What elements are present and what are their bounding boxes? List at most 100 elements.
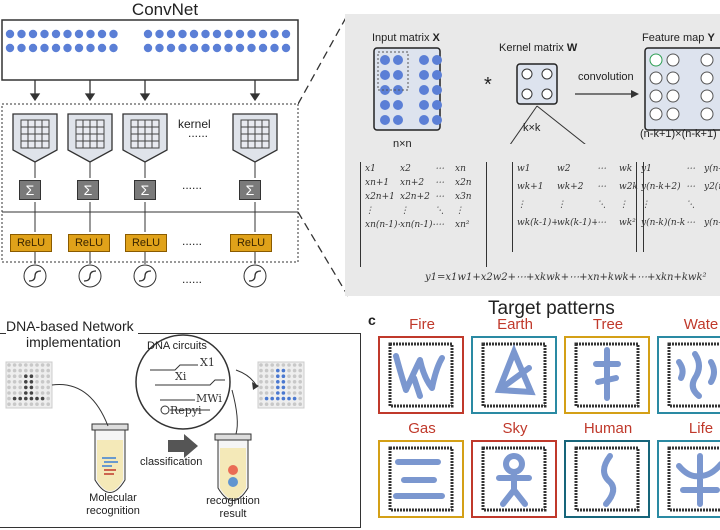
w-matrix-cell: wk(k-1)+1: [517, 218, 557, 228]
dna-title-line-2: implementation: [26, 334, 121, 350]
recognition-result-label: recognition result: [198, 495, 268, 521]
w-matrix-cell: ⋱: [597, 200, 606, 210]
x-matrix-cell: xn+2: [400, 178, 425, 188]
y-matrix-cell: ⋮: [641, 200, 650, 210]
x-matrix-cell: xn(n-1)+2: [400, 220, 435, 230]
x-matrix-cell: ⋮: [365, 206, 374, 216]
pattern-label-0: Fire: [409, 316, 435, 333]
dna-panel-title: DNA-based Network implementation: [6, 318, 138, 350]
sigmoid-ellipsis: ......: [182, 272, 203, 286]
feature-map-title: Feature map Y: [642, 32, 715, 44]
y-matrix-cell: y1: [641, 164, 652, 174]
feature-size-label: (n-k+1)×(n-k+1): [640, 128, 717, 140]
matrices-illustration: [373, 47, 720, 144]
x-matrix-cell: xn: [455, 164, 466, 174]
dna-mwi-label: MWi: [196, 392, 222, 405]
pattern-frame-5: [471, 440, 557, 518]
pattern-glyph-7: [667, 446, 720, 512]
x-matrix-cell: x2n+1: [365, 192, 395, 202]
w-matrix-cell: wk+2: [557, 182, 584, 192]
pattern-frame-0: [378, 336, 464, 414]
input-size-label: n×n: [393, 138, 412, 150]
dna-x1-label: X1: [200, 356, 215, 369]
sum-block-2: Σ: [77, 180, 99, 200]
relu-block-4: ReLU: [230, 234, 272, 252]
w-matrix-cell: ⋯: [597, 164, 606, 174]
w-matrix-cell: wk: [619, 164, 633, 174]
dna-circuits-label: DNA circuits: [147, 340, 207, 352]
pattern-label-1: Earth: [497, 316, 533, 333]
w-matrix-cell: ⋯: [597, 182, 606, 192]
pattern-glyph-4: [388, 446, 454, 512]
pattern-frame-3: [657, 336, 720, 414]
star-operator: *: [484, 74, 492, 96]
feature-map-title-text: Feature map: [642, 32, 705, 44]
x-matrix-cell: ⋯: [435, 164, 444, 174]
pattern-glyph-5: [481, 446, 547, 512]
pattern-frame-6: [564, 440, 650, 518]
y-matrix-cell: ⋯: [686, 218, 695, 228]
pattern-label-6: Human: [583, 420, 633, 437]
convolution-equation: y1=x1w1+x2w2+⋯+xkwk+⋯+xn+kwk+⋯+xkn+kwk²: [425, 272, 707, 283]
y-matrix-cell: y2(n-: [704, 182, 720, 192]
x-matrix-cell: x2n: [455, 178, 472, 188]
x-matrix-cell: ⋱: [435, 206, 444, 216]
pattern-glyph-0: [388, 342, 454, 408]
y-matrix-cell: y(n-k+2): [641, 182, 681, 192]
dna-title-line-1: DNA-based Network: [6, 318, 134, 334]
y-matrix: y1⋯y(n-ky(n-k+2)⋯y2(n-⋮⋱y(n-k)(n-k+1)+1⋯…: [636, 162, 720, 252]
convnet-title: ConvNet: [131, 0, 199, 19]
result-line-1: recognition: [206, 495, 260, 507]
x-matrix-cell: x2: [400, 164, 411, 174]
input-nodes: [5, 29, 291, 53]
w-matrix: w1w2⋯wkwk+1wk+2⋯w2k⋮⋮⋱⋮wk(k-1)+1wk(k-1)+…: [512, 162, 644, 252]
pattern-glyph-2: [574, 342, 640, 408]
input-matrix-symbol: X: [432, 32, 440, 44]
x-matrix-cell: xn+1: [365, 178, 390, 188]
sum-block-4: Σ: [239, 180, 261, 200]
y-matrix-cell: ⋯: [686, 164, 695, 174]
molecular-line-2: recognition: [86, 505, 140, 517]
molecular-recognition-label: Molecular recognition: [78, 492, 148, 518]
x-matrix-cell: ⋯: [435, 192, 444, 202]
pattern-frame-7: [657, 440, 720, 518]
panel-c-letter: c: [368, 312, 376, 328]
dna-xi-label: Xi: [175, 370, 187, 383]
relu-ellipsis: ......: [182, 234, 203, 248]
y-matrix-cell: ⋯: [686, 182, 695, 192]
pattern-frame-1: [471, 336, 557, 414]
x-matrix-cell: x3n: [455, 192, 472, 202]
w-matrix-cell: ⋮: [619, 200, 628, 210]
zoom-connector: [298, 13, 349, 297]
pattern-frame-4: [378, 440, 464, 518]
relu-block-3: ReLU: [125, 234, 167, 252]
molecular-line-1: Molecular: [89, 492, 137, 504]
sum-block-1: Σ: [19, 180, 41, 200]
w-matrix-cell: ⋯: [597, 218, 606, 228]
kernel-ellipsis: ......: [188, 126, 209, 140]
y-matrix-cell: y(n-k: [704, 218, 720, 228]
pattern-glyph-3: [667, 342, 720, 408]
pattern-glyph-1: [481, 342, 547, 408]
w-matrix-cell: ⋮: [517, 200, 526, 210]
x-matrix-cell: x2n+2: [400, 192, 430, 202]
input-matrix-title-text: Input matrix: [372, 32, 430, 44]
y-matrix-cell: ⋱: [686, 200, 695, 210]
pattern-label-5: Sky: [502, 420, 528, 437]
y-matrix-cell: y(n-k: [704, 164, 720, 174]
kernel-matrix-symbol: W: [566, 42, 578, 54]
relu-block-2: ReLU: [68, 234, 110, 252]
sum-ellipsis: ......: [182, 178, 203, 192]
convnet-diagram: [1, 19, 299, 288]
w-matrix-cell: ⋮: [557, 200, 566, 210]
w-matrix-cell: wk²: [619, 218, 636, 228]
pattern-label-3: Wate: [683, 316, 719, 333]
pattern-label-4: Gas: [408, 420, 436, 437]
kernel-matrix-title: Kernel matrix W: [499, 42, 577, 54]
x-matrix-cell: xn(n-1)+1: [365, 220, 400, 230]
w-matrix-cell: w2k: [619, 182, 638, 192]
x-matrix-cell: ⋯: [435, 220, 444, 230]
convolution-label: convolution: [578, 71, 634, 83]
w-matrix-cell: w1: [517, 164, 531, 174]
